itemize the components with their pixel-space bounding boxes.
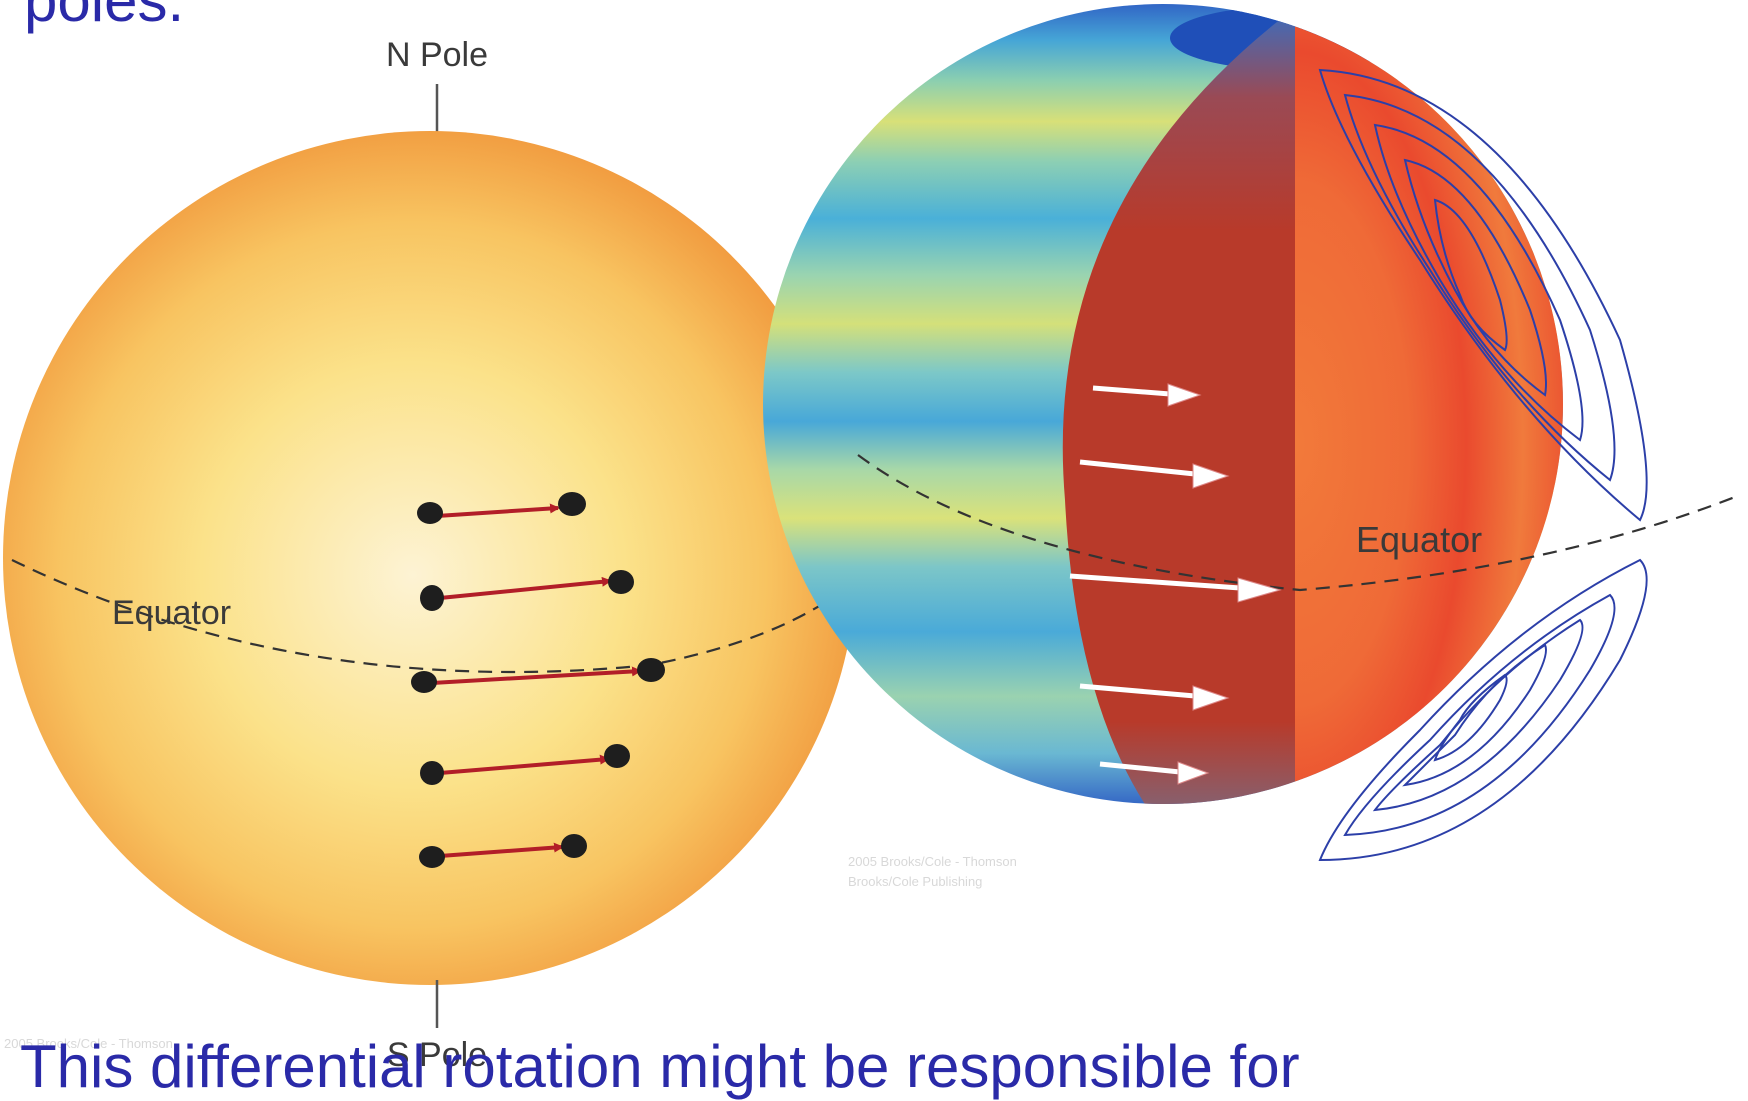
speed-arrow xyxy=(1092,385,1171,397)
right-watermark-line1: 2005 Brooks/Cole - Thomson xyxy=(848,854,1017,869)
sunspot xyxy=(637,658,665,682)
speed-arrowhead xyxy=(1237,577,1282,603)
slide-top-text: poles. xyxy=(24,0,185,34)
flow-loop xyxy=(1372,618,1584,812)
rotation-speed-arrowheads xyxy=(1167,383,1282,785)
diagram-canvas: N Pole Equator S Pole 2005 Brook xyxy=(3,4,1741,1071)
speed-arrow xyxy=(1099,761,1181,775)
speed-arrow xyxy=(1069,573,1241,591)
sunspot xyxy=(604,744,630,768)
sunspot xyxy=(417,502,443,524)
south-pole-label: S Pole xyxy=(387,1036,487,1071)
sunspot xyxy=(420,761,444,785)
equator-label-left: Equator xyxy=(112,594,231,632)
north-pole-label: N Pole xyxy=(386,36,488,74)
rotation-arrow xyxy=(436,503,560,518)
sunspot xyxy=(411,671,437,693)
equator-line-left xyxy=(11,559,851,674)
flow-loop xyxy=(1343,593,1616,837)
equator-line-right xyxy=(857,454,1741,592)
rotation-arrow xyxy=(439,754,610,775)
speed-arrow xyxy=(1079,459,1196,477)
rotation-arrow xyxy=(439,576,612,600)
flow-loop xyxy=(1433,198,1508,352)
flow-loop xyxy=(1318,558,1648,862)
rotation-arrow xyxy=(431,666,642,685)
speed-arrow xyxy=(1079,683,1196,699)
right-watermark-line2: Brooks/Cole Publishing xyxy=(848,874,982,889)
speed-arrowhead xyxy=(1177,761,1210,785)
slide-bottom-text: This differential rotation might be resp… xyxy=(20,1033,1300,1100)
speed-arrowhead xyxy=(1192,685,1230,711)
equator-label-right: Equator xyxy=(1356,519,1482,560)
flow-loop xyxy=(1403,158,1547,397)
sunspot xyxy=(419,846,445,868)
rotation-arrow xyxy=(439,842,564,858)
cut-face xyxy=(1062,8,1295,804)
sunspot xyxy=(608,570,634,594)
right-sun-cutaway: Equator 2005 Brooks/Cole - Thomson Brook… xyxy=(763,4,1741,889)
speed-arrowhead xyxy=(1192,463,1230,489)
interior-cut-section xyxy=(1295,8,1563,804)
sun-disk xyxy=(3,131,850,985)
left-sun-diagram: N Pole Equator S Pole 2005 Brook xyxy=(3,36,851,1071)
sunspots xyxy=(411,492,665,868)
flow-loop xyxy=(1373,123,1584,442)
flow-loop xyxy=(1318,68,1648,522)
sunspot xyxy=(558,492,586,516)
sunspot-arrows xyxy=(431,503,642,858)
flow-loop xyxy=(1343,93,1616,482)
left-watermark: 2005 Brooks/Cole - Thomson xyxy=(4,1036,173,1051)
speed-arrowhead xyxy=(1167,383,1202,407)
sunspot xyxy=(561,834,587,858)
sunspot xyxy=(420,585,444,611)
meridional-flow-lines xyxy=(1318,68,1648,862)
flow-loop xyxy=(1402,643,1547,787)
flow-loop xyxy=(1433,673,1508,762)
rotation-speed-arrows xyxy=(1069,385,1241,775)
